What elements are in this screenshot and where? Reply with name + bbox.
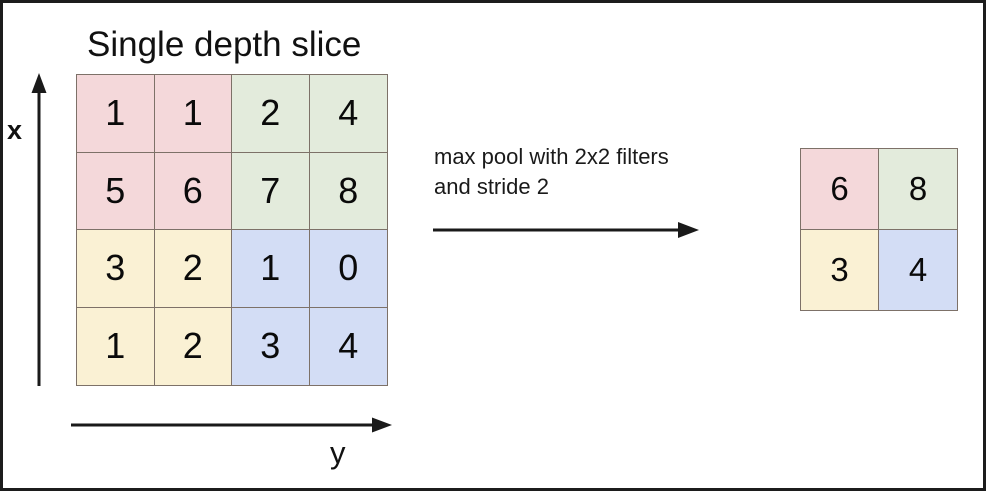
output-cell-r1-c1: 4 [879, 229, 957, 310]
input-cell-r0-c1: 1 [154, 75, 232, 153]
output-cell-r0-c1: 8 [879, 149, 957, 230]
input-cell-r3-c2: 3 [232, 307, 310, 385]
input-cell-r3-c0: 1 [77, 307, 155, 385]
y-axis-arrow-icon [69, 413, 394, 437]
input-cell-r2-c3: 0 [309, 230, 387, 308]
input-cell-r3-c3: 4 [309, 307, 387, 385]
operation-caption-line-1: max pool with 2x2 filters [434, 144, 669, 169]
input-cell-r2-c0: 3 [77, 230, 155, 308]
page-title: Single depth slice [87, 25, 362, 64]
input-cell-r3-c1: 2 [154, 307, 232, 385]
operation-caption: max pool with 2x2 filters and stride 2 [434, 142, 764, 202]
output-cell-r0-c0: 6 [801, 149, 879, 230]
input-cell-r0-c0: 1 [77, 75, 155, 153]
operation-caption-line-2: and stride 2 [434, 174, 549, 199]
input-cell-r1-c2: 7 [232, 152, 310, 230]
y-axis-label: y [330, 435, 346, 470]
x-axis-arrow-icon [27, 71, 51, 386]
input-cell-r0-c2: 2 [232, 75, 310, 153]
input-cell-r1-c0: 5 [77, 152, 155, 230]
x-axis-label: x [7, 115, 23, 145]
input-cell-r1-c3: 8 [309, 152, 387, 230]
input-cell-r2-c1: 2 [154, 230, 232, 308]
max-pool-arrow-icon [431, 217, 701, 243]
output-cell-r1-c0: 3 [801, 229, 879, 310]
input-cell-r2-c2: 1 [232, 230, 310, 308]
input-cell-r0-c3: 4 [309, 75, 387, 153]
input-cell-r1-c1: 6 [154, 152, 232, 230]
